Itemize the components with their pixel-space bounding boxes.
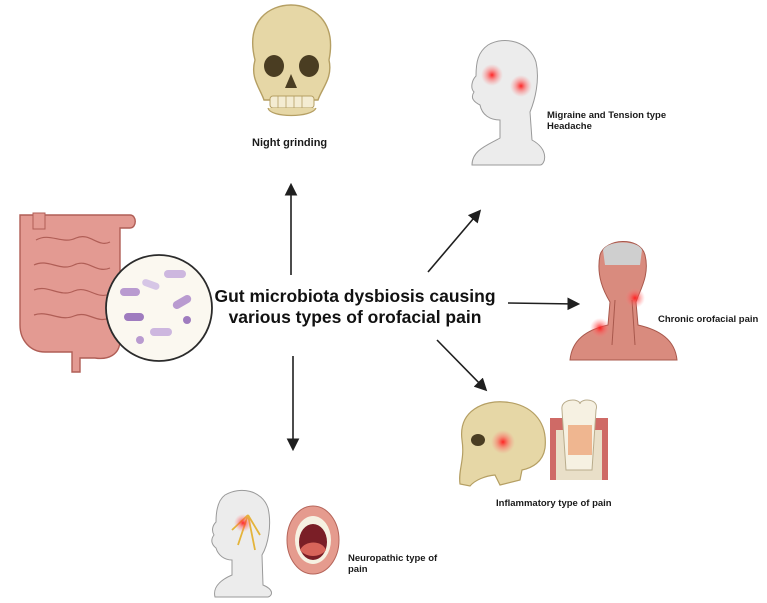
neck-muscle-illustration <box>569 241 678 361</box>
migraine-label-line1: Migraine and Tension type <box>547 110 667 121</box>
neuropathic-label-line1: Neuropathic type of <box>348 553 438 564</box>
central-title: Gut microbiota dysbiosis causing various… <box>205 286 505 328</box>
central-title-line2: various types of orofacial pain <box>228 307 482 327</box>
open-mouth-illustration <box>286 505 340 575</box>
migraine-label: Migraine and Tension type Headache <box>547 110 666 133</box>
bacteria-magnifier-circle <box>105 254 213 362</box>
arrow-to-chronic-orofacial <box>507 297 581 311</box>
arrow-to-inflammatory <box>436 339 488 392</box>
inflammatory-label: Inflammatory type of pain <box>496 498 612 509</box>
intestine-illustration <box>19 212 136 373</box>
chronic-orofacial-label: Chronic orofacial pain <box>658 314 759 325</box>
skull-profile-illustration <box>459 401 546 487</box>
tooth-illustration <box>550 399 608 480</box>
central-title-line1: Gut microbiota dysbiosis causing <box>214 286 496 306</box>
neuropathic-label: Neuropathic type of pain <box>348 553 437 576</box>
neuropathic-label-line2: pain <box>348 564 368 576</box>
nerve-head-illustration <box>211 489 272 598</box>
head-profile-illustration <box>471 40 546 166</box>
arrow-to-migraine <box>427 209 482 273</box>
night-grinding-label: Night grinding <box>252 137 328 149</box>
skull-illustration <box>252 4 332 117</box>
migraine-label-line2: Headache <box>547 121 592 133</box>
